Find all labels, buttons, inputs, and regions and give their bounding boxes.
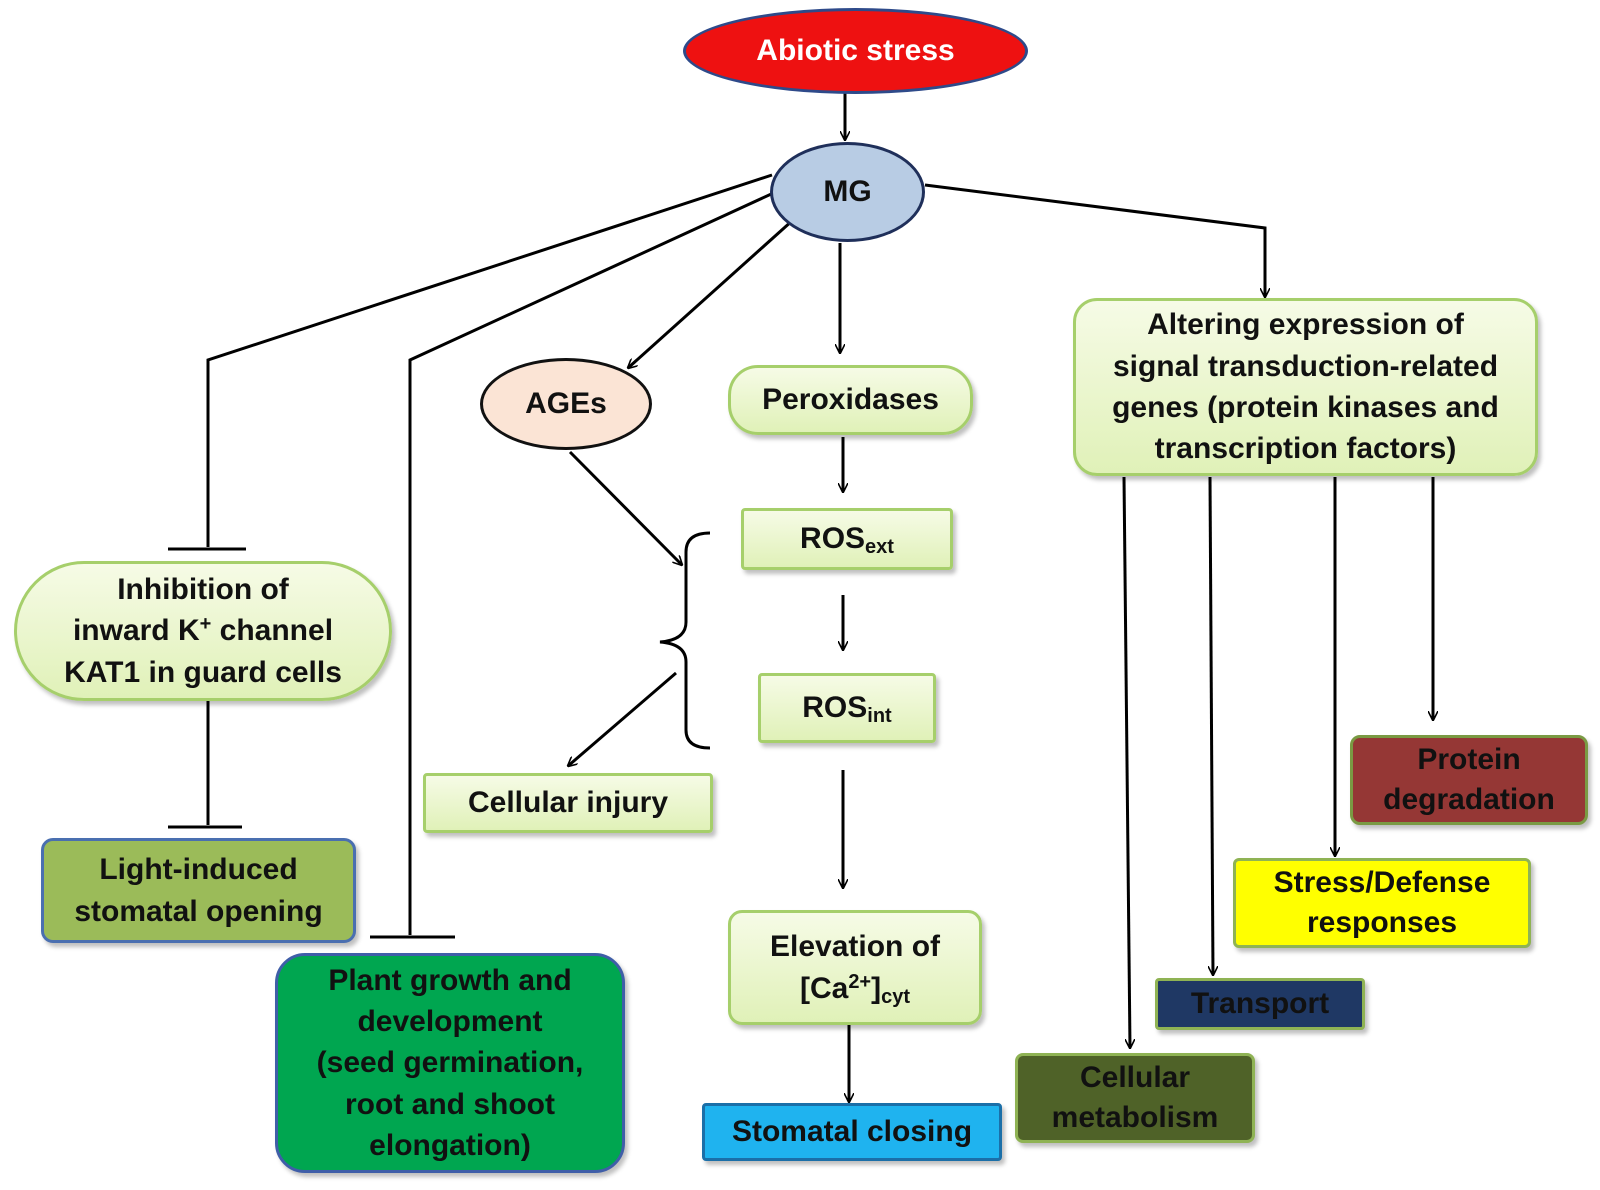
ca-open: [Ca — [799, 971, 849, 1005]
arrow-altering-to-transport — [1210, 476, 1213, 975]
plant-growth-line1: Plant growth and — [328, 963, 572, 997]
ros-int-base: ROS — [802, 691, 868, 724]
altering-line3: genes (protein kinases and — [1112, 391, 1499, 424]
altering-line4: transcription factors) — [1154, 432, 1457, 466]
channel-text: channel — [211, 614, 334, 648]
protein-degradation-line1: Protein — [1417, 742, 1521, 776]
altering-line2: signal transduction-related — [1112, 349, 1499, 383]
plant-growth-line4: root and shoot — [345, 1087, 555, 1121]
stomatal-closing-label: Stomatal closing — [731, 1115, 973, 1148]
arrow-altering-to-metabolism — [1122, 476, 1130, 1048]
altering-expression-node: Altering expression of signal transducti… — [1073, 298, 1538, 476]
inhibition-line3: KAT1 in guard cells — [64, 655, 342, 689]
arrow-mg-to-ages — [628, 218, 795, 368]
inhibition-k-channel-node: Inhibition of inward K+ channel KAT1 in … — [14, 561, 392, 701]
stress-defense-node: Stress/Defense responses — [1233, 858, 1531, 948]
protein-degradation-line2: degradation — [1383, 783, 1555, 816]
inhibition-line1: Inhibition of — [117, 572, 289, 606]
abiotic-stress-node: Abiotic stress — [683, 8, 1028, 94]
ros-int-label: ROSint — [802, 687, 891, 729]
stress-defense-line1: Stress/Defense — [1273, 865, 1491, 899]
mg-node: MG — [770, 142, 925, 242]
plant-growth-node: Plant growth and development (seed germi… — [275, 953, 625, 1173]
inhibit-mg-to-kat1 — [206, 173, 773, 547]
plant-growth-line2: development — [357, 1004, 543, 1038]
ros-ext-sub: ext — [865, 536, 894, 558]
ros-ext-base: ROS — [800, 522, 866, 555]
ages-label: AGEs — [525, 387, 607, 420]
inhibit-mg-to-plant-growth — [408, 188, 781, 935]
plant-growth-line3: (seed germination, — [316, 1046, 584, 1080]
ros-brace — [659, 531, 711, 750]
ca-sub: cyt — [881, 985, 911, 1008]
arrow-ros-to-injury — [568, 671, 677, 766]
light-induced-line2: stomatal opening — [74, 894, 323, 928]
transport-label: Transport — [1190, 987, 1330, 1020]
elevation-ca-node: Elevation of [Ca2+]cyt — [728, 910, 982, 1025]
cellular-injury-node: Cellular injury — [423, 773, 713, 833]
ros-ext-label: ROSext — [800, 518, 894, 560]
peroxidases-node: Peroxidases — [728, 365, 973, 435]
inward-k-text: inward K — [72, 614, 200, 648]
protein-degradation-node: Protein degradation — [1350, 735, 1588, 825]
ros-int-node: ROSint — [758, 673, 936, 743]
inhibition-line2: inward K+ channel — [73, 610, 333, 651]
altering-line1: Altering expression of — [1147, 308, 1464, 342]
k-plus-sup: + — [199, 613, 212, 636]
abiotic-stress-label: Abiotic stress — [756, 34, 955, 67]
mg-label: MG — [823, 175, 872, 208]
light-induced-node: Light-induced stomatal opening — [41, 838, 356, 943]
cellular-injury-label: Cellular injury — [467, 786, 669, 819]
transport-node: Transport — [1155, 978, 1365, 1030]
cellular-metabolism-node: Cellular metabolism — [1015, 1053, 1255, 1143]
elevation-line1: Elevation of — [769, 929, 941, 963]
elevation-line2: [Ca2+]cyt — [800, 968, 910, 1010]
stress-defense-line2: responses — [1306, 906, 1458, 939]
arrow-ages-to-ros — [568, 450, 682, 565]
ca-sup: 2+ — [848, 970, 872, 993]
cellular-metabolism-line2: metabolism — [1051, 1101, 1219, 1134]
plant-growth-line5: elongation) — [369, 1129, 531, 1163]
arrow-mg-to-altering — [924, 183, 1265, 297]
stomatal-closing-node: Stomatal closing — [702, 1103, 1002, 1161]
ros-int-sub: int — [867, 705, 892, 727]
ca-close: ] — [871, 971, 882, 1005]
peroxidases-label: Peroxidases — [762, 383, 939, 416]
cellular-metabolism-line1: Cellular — [1079, 1060, 1191, 1094]
light-induced-line1: Light-induced — [99, 852, 298, 886]
ros-ext-node: ROSext — [741, 508, 953, 570]
ages-node: AGEs — [480, 358, 652, 450]
